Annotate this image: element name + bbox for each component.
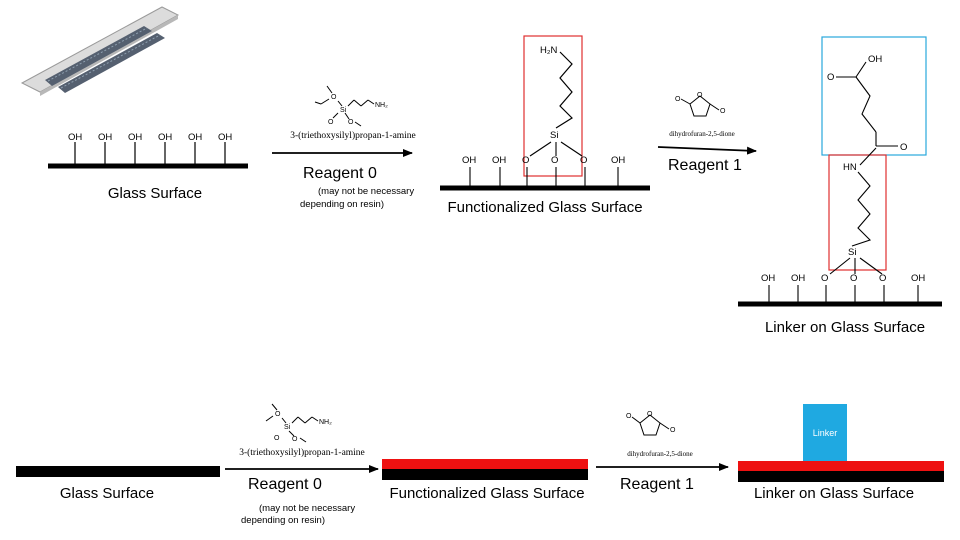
atom-o: O (274, 435, 280, 442)
reagent0-note: depending on resin) (300, 199, 384, 210)
reagent1-label: Reagent 1 (620, 476, 694, 493)
functionalized-surface-top: H₂N Si OH OH O O O OH Functionalized Gla… (440, 35, 650, 216)
functionalized-surface-label: Functionalized Glass Surface (389, 485, 584, 502)
aptes-structure: O Si O O NH₂ (265, 403, 332, 443)
linker-surface-label: Linker on Glass Surface (765, 319, 925, 336)
linker-block (803, 404, 847, 461)
atom-o: O (331, 94, 337, 101)
reagent0-name: 3-(triethoxysilyl)propan-1-amine (239, 447, 365, 458)
atom-h2n: H₂N (540, 45, 558, 56)
reagent0-name: 3-(triethoxysilyl)propan-1-amine (290, 130, 416, 141)
amine-highlight-box (828, 154, 887, 271)
atom-si: Si (848, 247, 856, 258)
atom-o: O (580, 155, 587, 166)
reagent1-name: dihydrofuran-2,5-dione (627, 450, 693, 458)
glass-surface-top: OH OH OH OH OH OH Glass Surface (48, 132, 248, 202)
glass-bar (738, 471, 944, 482)
hydroxyl-groups: OH OH OH OH OH OH (68, 132, 232, 164)
reagent1-bottom: O O O dihydrofuran-2,5-dione Reagent 1 (596, 411, 729, 493)
succinic-anhydride-structure: O O O (675, 92, 726, 117)
atom-o: O (275, 411, 281, 418)
amine-layer (738, 461, 944, 471)
atom-si: Si (284, 424, 291, 431)
atom-o: O (821, 273, 828, 284)
linker-surface-top: O OH O HN Si OH OH O O O OH Linker on Gl… (738, 36, 942, 336)
aptes-structure: O Si O O NH₂ (314, 85, 388, 127)
reagent0-top: O Si O O NH₂ 3-(triethoxysilyl)propan-1-… (272, 85, 416, 210)
reaction-arrow-2 (657, 146, 757, 155)
atom-o: O (670, 427, 676, 434)
linker-surface-label: Linker on Glass Surface (754, 485, 914, 502)
atom-o: O (697, 92, 703, 99)
atom-o: O (626, 413, 632, 420)
atom-o: O (850, 273, 857, 284)
glass-surface-bottom: Glass Surface (16, 466, 220, 502)
reagent1-label: Reagent 1 (668, 157, 742, 174)
oh-label: OH (128, 132, 142, 143)
atom-oh: OH (462, 155, 476, 166)
reagent0-note: (may not be necessary (259, 503, 355, 514)
oh-label: OH (218, 132, 232, 143)
atom-oh: OH (791, 273, 805, 284)
atom-nh2: NH₂ (319, 419, 332, 426)
glass-bar (382, 469, 588, 480)
reagent1-name: dihydrofuran-2,5-dione (669, 130, 735, 138)
oh-label: OH (68, 132, 82, 143)
atom-hn: HN (843, 162, 857, 173)
reagent0-note: depending on resin) (241, 515, 325, 526)
atom-o: O (292, 436, 298, 443)
amine-highlight-box (523, 35, 583, 177)
atom-si: Si (550, 130, 558, 141)
functionalized-surface-label: Functionalized Glass Surface (447, 199, 642, 216)
oh-label: OH (158, 132, 172, 143)
atom-si: Si (340, 107, 347, 114)
glass-bar (16, 466, 220, 477)
glass-surface-label: Glass Surface (60, 485, 154, 502)
reagent0-label: Reagent 0 (248, 476, 322, 493)
atom-oh: OH (611, 155, 625, 166)
succinic-anhydride-structure: O O O (626, 411, 676, 436)
amine-layer (382, 459, 588, 469)
atom-o: O (827, 72, 834, 83)
oh-label: OH (98, 132, 112, 143)
atom-oh: OH (868, 54, 882, 65)
atom-o: O (348, 119, 354, 126)
glass-surface-label: Glass Surface (108, 185, 202, 202)
atom-o: O (328, 119, 334, 126)
atom-o: O (522, 155, 529, 166)
functionalized-surface-bottom: Functionalized Glass Surface (382, 459, 588, 502)
atom-o: O (900, 142, 907, 153)
reagent0-label: Reagent 0 (303, 165, 377, 182)
atom-o: O (675, 96, 681, 103)
oh-label: OH (188, 132, 202, 143)
glass-slide-illustration (20, 6, 180, 96)
reagent0-bottom: O Si O O NH₂ 3-(triethoxysilyl)propan-1-… (225, 403, 379, 526)
atom-oh: OH (492, 155, 506, 166)
reagent1-top: O O O dihydrofuran-2,5-dione Reagent 1 (657, 92, 757, 174)
atom-nh2: NH₂ (375, 102, 388, 109)
atom-o: O (551, 155, 558, 166)
atom-oh: OH (911, 273, 925, 284)
atom-oh: OH (761, 273, 775, 284)
atom-o: O (647, 411, 653, 418)
reagent0-note: (may not be necessary (318, 186, 414, 197)
linker-block-label: Linker (813, 428, 838, 438)
linker-surface-bottom: Linker Linker on Glass Surface (738, 404, 944, 502)
atom-o: O (879, 273, 886, 284)
atom-o: O (720, 108, 726, 115)
